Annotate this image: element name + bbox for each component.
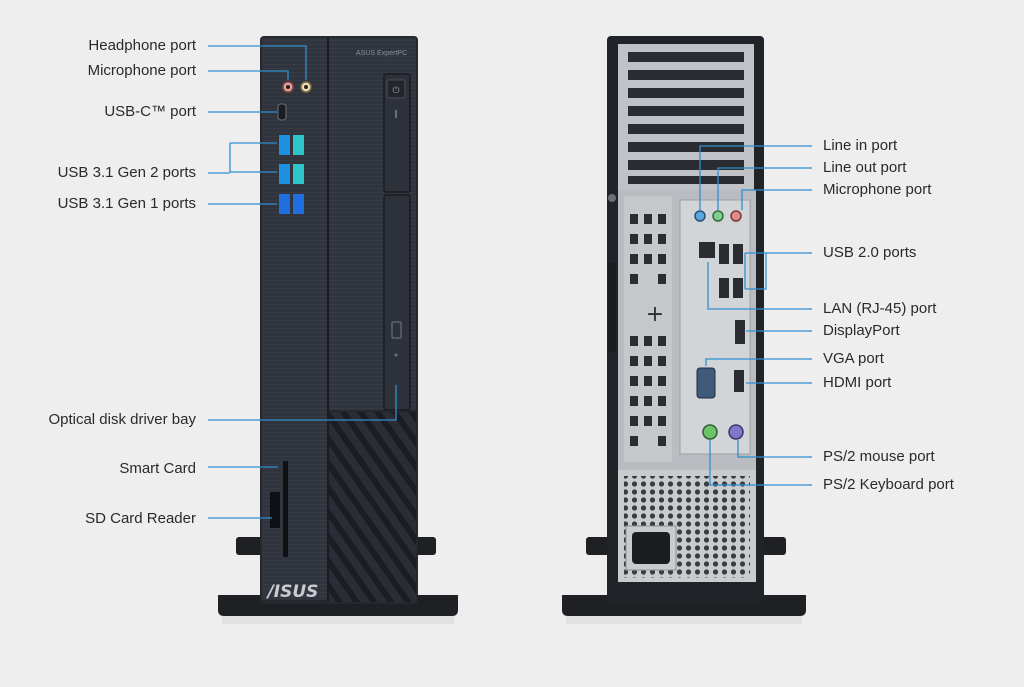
rear-case: + — [562, 36, 806, 624]
lan-port-icon — [699, 242, 715, 258]
label-sd-card-reader: SD Card Reader — [85, 510, 196, 527]
label-displayport: DisplayPort — [823, 322, 900, 339]
label-front-microphone-port: Microphone port — [87, 62, 196, 79]
usb-gen1-ports — [279, 194, 304, 214]
front-leader-lines — [208, 45, 397, 519]
displayport-icon — [735, 320, 745, 344]
rear-leader-lines — [699, 145, 812, 486]
label-usb-c-port: USB-C™ port — [104, 103, 196, 120]
label-headphone-port: Headphone port — [88, 37, 196, 54]
sd-card-slot — [270, 492, 280, 528]
svg-text:+: + — [646, 302, 664, 327]
line-in-jack-icon — [694, 210, 706, 222]
optical-eject-button — [391, 321, 402, 339]
power-button — [386, 79, 406, 99]
label-hdmi-port: HDMI port — [823, 374, 892, 391]
rear-screw — [608, 194, 616, 202]
optical-drive-bay — [383, 194, 411, 411]
label-usb-gen1-ports: USB 3.1 Gen 1 ports — [57, 195, 196, 212]
label-line-in-port: Line in port — [823, 137, 898, 154]
label-usb2-ports: USB 2.0 ports — [823, 244, 917, 261]
label-ps2-keyboard-port: PS/2 Keyboard port — [823, 476, 954, 493]
svg-text:⏻: ⏻ — [392, 85, 399, 96]
front-case: ⏻ ASUS ExpertPC /ISUS — [218, 36, 458, 624]
front-power-panel — [383, 73, 411, 193]
vga-port-icon — [696, 367, 716, 399]
line-out-jack-icon — [712, 210, 724, 222]
front-lower-grille — [328, 412, 416, 602]
usb-gen2-ports — [279, 135, 304, 184]
label-smart-card: Smart Card — [119, 460, 196, 477]
hdmi-port-icon — [734, 370, 744, 392]
label-usb-gen2-ports: USB 3.1 Gen 2 ports — [57, 164, 196, 181]
label-line-out-port: Line out port — [823, 159, 907, 176]
usb-c-port-icon — [277, 103, 287, 121]
power-inlet-icon — [632, 532, 670, 564]
label-rear-microphone-port: Microphone port — [823, 181, 932, 198]
label-ps2-mouse-port: PS/2 mouse port — [823, 448, 935, 465]
rear-mic-jack-icon — [730, 210, 742, 222]
label-optical-bay: Optical disk driver bay — [48, 411, 196, 428]
smart-card-slot — [283, 461, 288, 557]
front-brand-text: ASUS ExpertPC — [356, 50, 407, 57]
label-lan-port: LAN (RJ-45) port — [823, 300, 937, 317]
label-vga-port: VGA port — [823, 350, 884, 367]
ps2-keyboard-port-icon — [702, 424, 718, 440]
ps2-mouse-port-icon — [728, 424, 744, 440]
asus-logo: /ISUS — [266, 582, 319, 602]
usb2-port-icon — [719, 244, 729, 264]
